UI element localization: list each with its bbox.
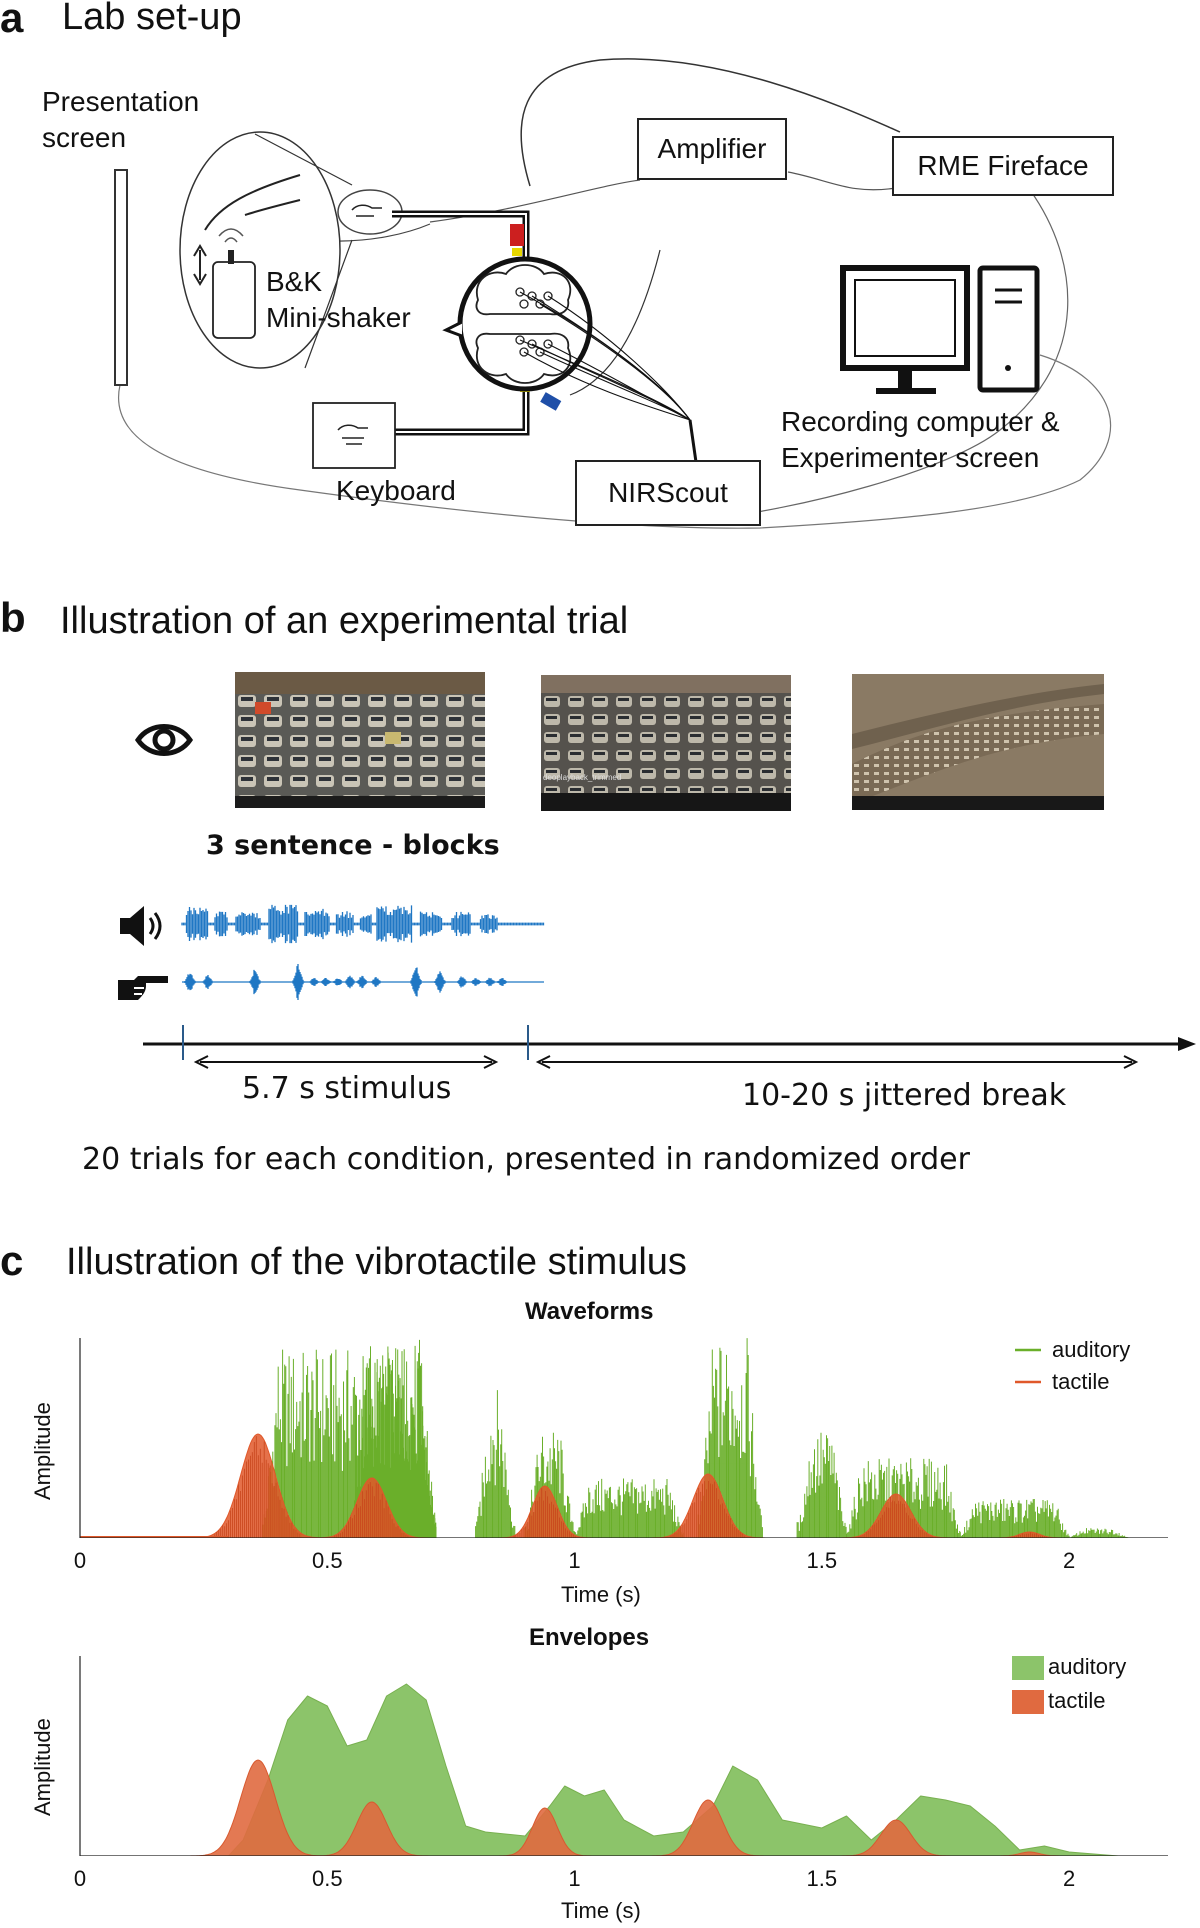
envelopes-ylabel: Amplitude bbox=[30, 1718, 55, 1816]
recording-label-line1: Recording computer & bbox=[781, 406, 1060, 437]
speaker-icon bbox=[120, 906, 162, 946]
nirscout-box: NIRScout bbox=[575, 460, 761, 526]
cable-bottom bbox=[118, 354, 1112, 529]
stimulus-duration-label: 5.7 s stimulus bbox=[242, 1071, 452, 1106]
video-thumbnail-2: deoplayback_trimmed bbox=[541, 675, 791, 811]
x-tick-label: 0.5 bbox=[311, 1866, 343, 1891]
blue-connector bbox=[540, 392, 562, 411]
auditory-envelope-area bbox=[227, 1683, 1120, 1856]
thumbnail-2-image bbox=[541, 675, 791, 811]
panel-b-title: Illustration of an experimental trial bbox=[60, 600, 629, 642]
thick-cable-top bbox=[392, 210, 530, 258]
audio-waveform-trace bbox=[181, 904, 545, 944]
waveforms-ylabel: Amplitude bbox=[30, 1402, 55, 1500]
thumbnail-2-caption: deoplayback_trimmed bbox=[543, 773, 622, 782]
keyboard-label: Keyboard bbox=[336, 475, 456, 506]
waveforms-legend-lines bbox=[1015, 1348, 1041, 1384]
envelopes-legend-swatches bbox=[1012, 1656, 1044, 1714]
envelopes-chart bbox=[79, 1656, 1168, 1856]
presentation-label-line2: screen bbox=[42, 122, 127, 153]
x-tick-label: 1.5 bbox=[806, 1548, 838, 1573]
break-duration-label: 10-20 s jittered break bbox=[742, 1078, 1067, 1113]
shaker-label: B&K Mini-shaker bbox=[266, 264, 411, 336]
x-tick-label: 0 bbox=[73, 1548, 87, 1573]
tactile-waveform-trace bbox=[182, 964, 544, 1000]
pointing-hand-icon bbox=[118, 976, 168, 1000]
amplifier-box: Amplifier bbox=[637, 118, 787, 180]
x-tick-label: 0 bbox=[73, 1866, 87, 1891]
envelopes-legend-tactile: tactile bbox=[1048, 1688, 1106, 1713]
recording-label-line2: Experimenter screen bbox=[781, 442, 1040, 473]
x-tick-label: 1 bbox=[568, 1548, 581, 1573]
cable-rme-right bbox=[699, 189, 1069, 521]
computer-tower bbox=[977, 265, 1040, 393]
trials-note: 20 trials for each condition, presented … bbox=[82, 1142, 970, 1177]
legend-swatch-auditory bbox=[1012, 1656, 1044, 1680]
tactile-waveform-area bbox=[80, 1433, 1168, 1538]
presentation-screen-label: Presentation screen bbox=[42, 84, 199, 156]
presentation-screen bbox=[114, 169, 128, 386]
cable-top-loop bbox=[520, 58, 901, 187]
recording-label: Recording computer & Experimenter screen bbox=[781, 404, 1060, 476]
tactile-envelope-area bbox=[80, 1759, 1168, 1856]
x-tick-label: 0.5 bbox=[311, 1548, 343, 1573]
video-thumbnail-1 bbox=[235, 672, 485, 808]
keyboard-box bbox=[312, 402, 396, 469]
thumbnail-1-image bbox=[235, 672, 485, 808]
envelopes-title: Envelopes bbox=[529, 1624, 650, 1651]
waveforms-legend-auditory: auditory bbox=[1052, 1337, 1131, 1362]
lab-setup-diagram bbox=[114, 58, 1112, 529]
audio-waveform-graphic bbox=[181, 904, 545, 1000]
legend-swatch-tactile bbox=[1012, 1690, 1044, 1714]
panel-a-letter: a bbox=[0, 0, 24, 41]
panel-c-letter: c bbox=[0, 1237, 24, 1284]
x-tick-label: 2 bbox=[1062, 1866, 1076, 1891]
envelopes-xlabel: Time (s) bbox=[561, 1898, 641, 1923]
cable-nirs-1 bbox=[569, 249, 661, 396]
panel-b-letter: b bbox=[0, 594, 26, 641]
video-thumbnail-3 bbox=[852, 674, 1104, 810]
waveforms-legend-tactile: tactile bbox=[1052, 1369, 1110, 1394]
envelopes-legend-auditory: auditory bbox=[1048, 1654, 1127, 1679]
shaker-device bbox=[212, 261, 256, 339]
x-tick-label: 2 bbox=[1062, 1548, 1076, 1573]
shaker-label-line1: B&K bbox=[266, 266, 323, 297]
panel-c-title: Illustration of the vibrotactile stimulu… bbox=[66, 1241, 687, 1283]
waveforms-title: Waveforms bbox=[525, 1298, 654, 1325]
x-tick-label: 1 bbox=[568, 1866, 581, 1891]
hand-icon bbox=[204, 174, 301, 231]
panel-a-title: Lab set-up bbox=[62, 0, 242, 38]
waveforms-xlabel: Time (s) bbox=[561, 1582, 641, 1607]
rme-fireface-box: RME Fireface bbox=[892, 136, 1114, 196]
red-connector bbox=[510, 224, 524, 246]
cable-amp-rme bbox=[787, 171, 897, 191]
optode-fibers bbox=[519, 291, 698, 463]
shaker-label-line2: Mini-shaker bbox=[266, 302, 411, 333]
x-tick-label: 1.5 bbox=[806, 1866, 838, 1891]
sentence-blocks-label: 3 sentence - blocks bbox=[206, 830, 500, 861]
timeline bbox=[143, 1025, 1196, 1069]
presentation-label-line1: Presentation bbox=[42, 86, 200, 117]
eye-icon bbox=[134, 724, 194, 756]
waveforms-chart bbox=[79, 1338, 1168, 1538]
thumbnail-3-image bbox=[852, 674, 1104, 810]
